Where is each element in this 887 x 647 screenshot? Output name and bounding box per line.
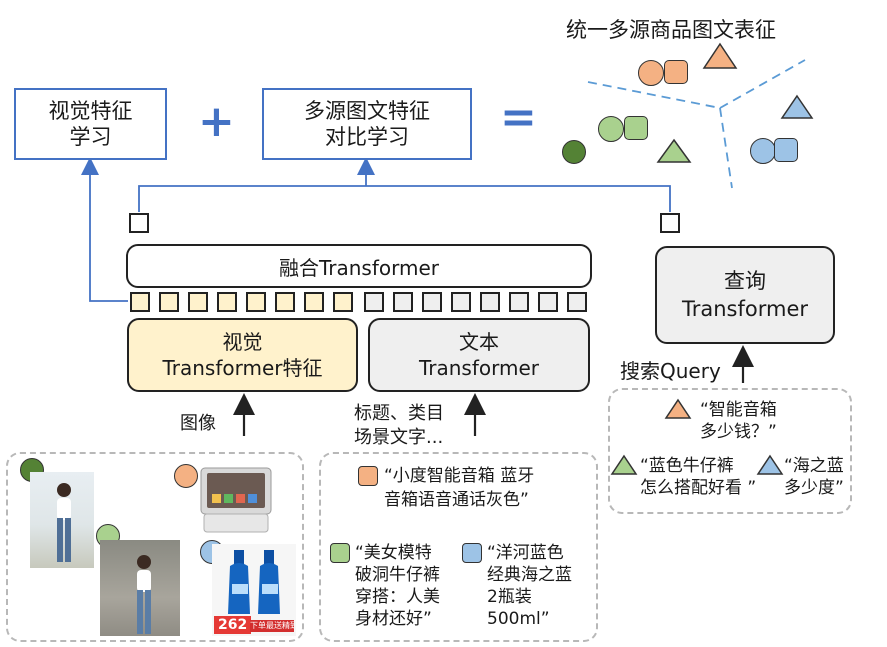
green-triangle-icon	[656, 138, 692, 163]
blue-square-icon	[462, 543, 482, 563]
contrastive-learning-line1: 多源图文特征	[304, 99, 430, 123]
text-input-label-line1: 标题、类目	[354, 403, 444, 424]
equals-sign: =	[500, 92, 537, 143]
model-photo-1	[30, 472, 94, 568]
liquor-bottles-icon	[228, 550, 280, 614]
orange-triangle-icon	[664, 398, 692, 419]
model-figure-icon	[57, 483, 71, 562]
text-samples-panel	[319, 452, 598, 642]
vision-transformer-line2: Transformer特征	[162, 356, 323, 380]
query-cls-token	[660, 213, 680, 233]
orange-triangle-icon	[702, 42, 738, 69]
visual-feature-learning-box: 视觉特征 学习	[14, 88, 167, 160]
text-transformer-line1: 文本	[459, 330, 499, 354]
green-square-icon	[330, 543, 350, 563]
promo-banner: 下单最送精致量杯	[250, 620, 294, 632]
query-input-label: 搜索Query	[620, 359, 721, 383]
text-sample-3-line3: 2瓶装	[487, 587, 532, 607]
plus-sign: +	[198, 96, 235, 147]
query-sample-2-line1: “蓝色牛仔裤	[640, 456, 734, 476]
contrast-bracket-line	[138, 185, 671, 212]
contrastive-learning-box: 多源图文特征 对比学习	[262, 88, 472, 160]
green-triangle-icon	[610, 454, 638, 475]
text-transformer-line2: Transformer	[418, 356, 539, 380]
text-sample-1-line1: “小度智能音箱 蓝牙	[384, 466, 535, 486]
text-token	[422, 292, 442, 312]
text-token	[451, 292, 471, 312]
price-tag: 262	[214, 616, 252, 634]
text-sample-3-line2: 经典海之蓝	[487, 565, 572, 585]
green-circle-icon	[598, 116, 624, 142]
model-photo-2	[100, 540, 180, 636]
query-sample-2-line2: 怎么搭配好看 ”	[640, 478, 757, 498]
text-input-label-line2: 场景文字...	[354, 427, 444, 448]
space-divider-left	[587, 81, 721, 109]
image-samples-panel	[6, 452, 304, 642]
query-sample-3-line1: “海之蓝	[784, 456, 844, 476]
vision-token	[217, 292, 237, 312]
orange-circle-icon	[638, 60, 664, 86]
text-token	[393, 292, 413, 312]
fusion-transformer-box: 融合Transformer	[126, 244, 592, 288]
text-token	[509, 292, 529, 312]
text-sample-2-line2: 破洞牛仔裤	[355, 565, 440, 585]
vision-token	[130, 292, 150, 312]
query-transformer-line2: Transformer	[681, 297, 808, 321]
space-divider-right	[719, 59, 806, 109]
text-sample-1-line2: 音箱语音通话灰色”	[384, 490, 529, 510]
model-figure-icon	[137, 555, 151, 634]
orange-square-icon	[358, 466, 378, 486]
vision-token	[246, 292, 266, 312]
query-transformer-box: 查询 Transformer	[655, 246, 835, 344]
orange-square-icon	[664, 60, 688, 84]
text-sample-3-line4: 500ml”	[487, 609, 550, 629]
text-token	[480, 292, 500, 312]
vision-transformer-box: 视觉 Transformer特征	[127, 318, 358, 392]
contrastive-learning-line2: 对比学习	[325, 125, 409, 149]
smart-speaker-icon	[200, 467, 272, 533]
vision-transformer-line1: 视觉	[222, 330, 263, 354]
blue-triangle-icon	[780, 94, 814, 119]
vision-token	[275, 292, 295, 312]
smart-speaker-photo	[198, 464, 274, 536]
query-samples-panel	[608, 388, 852, 514]
text-sample-2-line3: 穿搭：人美	[355, 587, 440, 607]
embedding-space-title: 统一多源商品图文表征	[566, 18, 776, 42]
fusion-transformer-label: 融合Transformer	[278, 255, 439, 280]
blue-triangle-icon	[756, 454, 784, 475]
query-sample-3-line2: 多少度”	[784, 478, 844, 498]
blue-circle-icon	[750, 138, 776, 164]
vision-token	[333, 292, 353, 312]
text-token	[538, 292, 558, 312]
query-transformer-line1: 查询	[724, 269, 766, 293]
blue-square-icon	[774, 138, 798, 162]
vision-token	[159, 292, 179, 312]
visual-feature-learning-line2: 学习	[69, 125, 112, 149]
vision-token	[304, 292, 324, 312]
dark-green-circle-icon	[562, 140, 586, 164]
image-input-label: 图像	[180, 413, 216, 434]
text-transformer-box: 文本 Transformer	[368, 318, 590, 392]
liquor-photo: 262 下单最送精致量杯	[212, 544, 296, 636]
orange-circle-icon	[174, 464, 198, 488]
green-square-icon	[624, 116, 648, 140]
text-token	[364, 292, 384, 312]
text-token	[567, 292, 587, 312]
fusion-cls-token	[129, 213, 149, 233]
text-sample-2-line4: 身材还好”	[355, 609, 432, 629]
visual-feature-learning-line1: 视觉特征	[48, 99, 133, 123]
text-sample-3-line1: “洋河蓝色	[487, 543, 564, 563]
space-divider-bottom	[719, 107, 733, 189]
vision-loop-line	[81, 157, 128, 302]
query-sample-1-line1: “智能音箱	[700, 400, 777, 420]
vision-token	[188, 292, 208, 312]
text-sample-2-line1: “美女模特	[355, 543, 432, 563]
query-sample-1-line2: 多少钱？”	[700, 422, 777, 442]
